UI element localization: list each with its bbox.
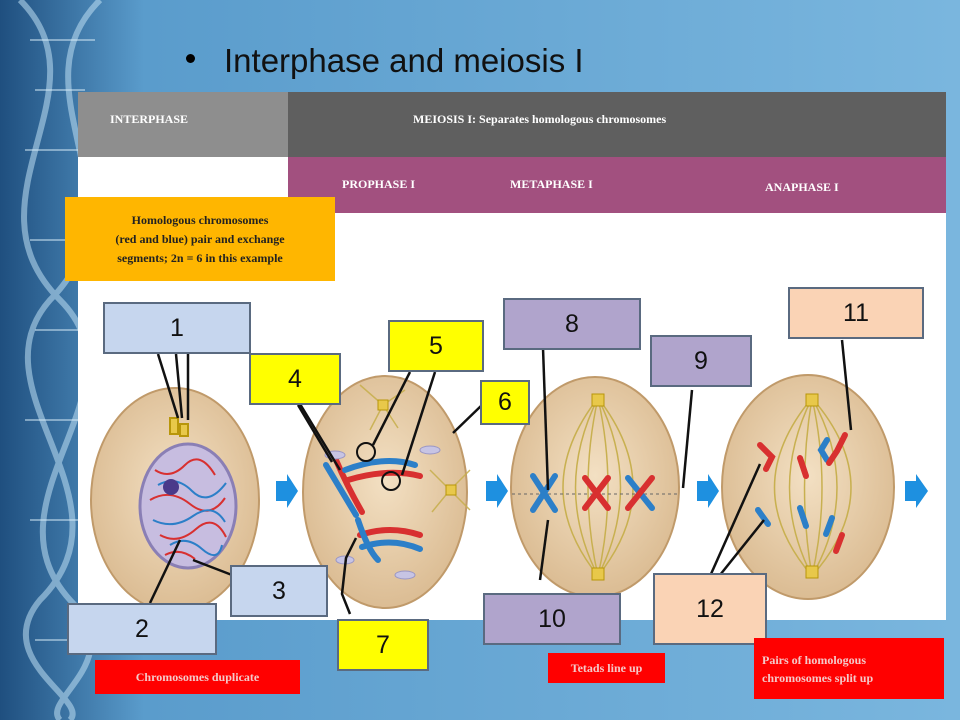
caption-pairs-line: Pairs of homologous [762,652,867,667]
caption-pairs: Pairs of homologous chromosomes split up [754,638,944,699]
label-8: 8 [503,298,641,350]
note-line: (red and blue) pair and exchange [115,231,285,246]
leader-lines [148,339,853,615]
note-line: segments; 2n = 6 in this example [117,250,283,265]
meiosis-label: MEIOSIS I: Separates homologous chromoso… [413,112,667,126]
prophase-note: Homologous chromosomes (red and blue) pa… [65,197,335,281]
chiasma-marker [356,442,376,462]
caption-duplicate: Chromosomes duplicate [95,660,300,694]
metaphase-cell [510,376,680,598]
caption-pairs-line: chromosomes split up [762,670,874,685]
phase-bar: PROPHASE I METAPHASE I ANAPHASE I [288,157,946,213]
label-11: 11 [788,287,924,339]
label-10: 10 [483,593,621,645]
meiosis-header: MEIOSIS I: Separates homologous chromoso… [288,92,946,157]
anaphase-label: ANAPHASE I [765,180,839,194]
label-6: 6 [480,380,530,425]
anaphase-cell [721,374,895,600]
prophase-cell [302,375,471,609]
prophase-label: PROPHASE I [342,177,416,191]
label-3: 3 [230,565,328,617]
bullet-icon [186,54,195,63]
label-4: 4 [249,353,341,405]
slide-title: Interphase and meiosis I [224,42,584,79]
label-1: 1 [103,302,251,354]
interphase-cell [90,387,260,613]
label-9: 9 [650,335,752,387]
centrosome [169,417,189,437]
arrow-icon [276,474,928,508]
note-line: Homologous chromosomes [131,212,269,227]
chiasma-marker [381,471,401,491]
label-2: 2 [67,603,217,655]
interphase-label: INTERPHASE [110,112,189,126]
interphase-header: INTERPHASE [78,92,288,157]
label-12: 12 [653,573,767,645]
metaphase-label: METAPHASE I [510,177,593,191]
label-7: 7 [337,619,429,671]
caption-tetrads: Tetads line up [548,653,665,683]
label-5: 5 [388,320,484,372]
